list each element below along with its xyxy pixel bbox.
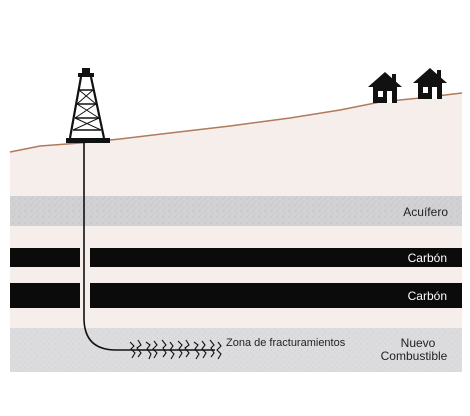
coal-lower-label: Carbón [408,289,447,303]
target-formation-layer [10,328,462,372]
oil-derrick-icon [66,68,110,143]
borehole-gap-upper [80,246,90,269]
fracture-zone-label: Zona de fracturamientos [226,337,346,349]
new-fuel-label-line2: Combustible [381,349,448,363]
fracture-zone [129,339,222,360]
well-bore [83,143,215,351]
coal-layer-upper [10,248,462,267]
coal-upper-label: Carbón [408,251,447,265]
new-fuel-label-line1: Nuevo [401,336,436,350]
aquifer-label: Acuífero [403,205,448,219]
coal-layer-lower [10,283,462,308]
aquifer-layer [10,196,462,226]
house-icon [368,72,402,103]
house-icon [413,68,447,99]
borehole-gap-lower [80,281,90,310]
